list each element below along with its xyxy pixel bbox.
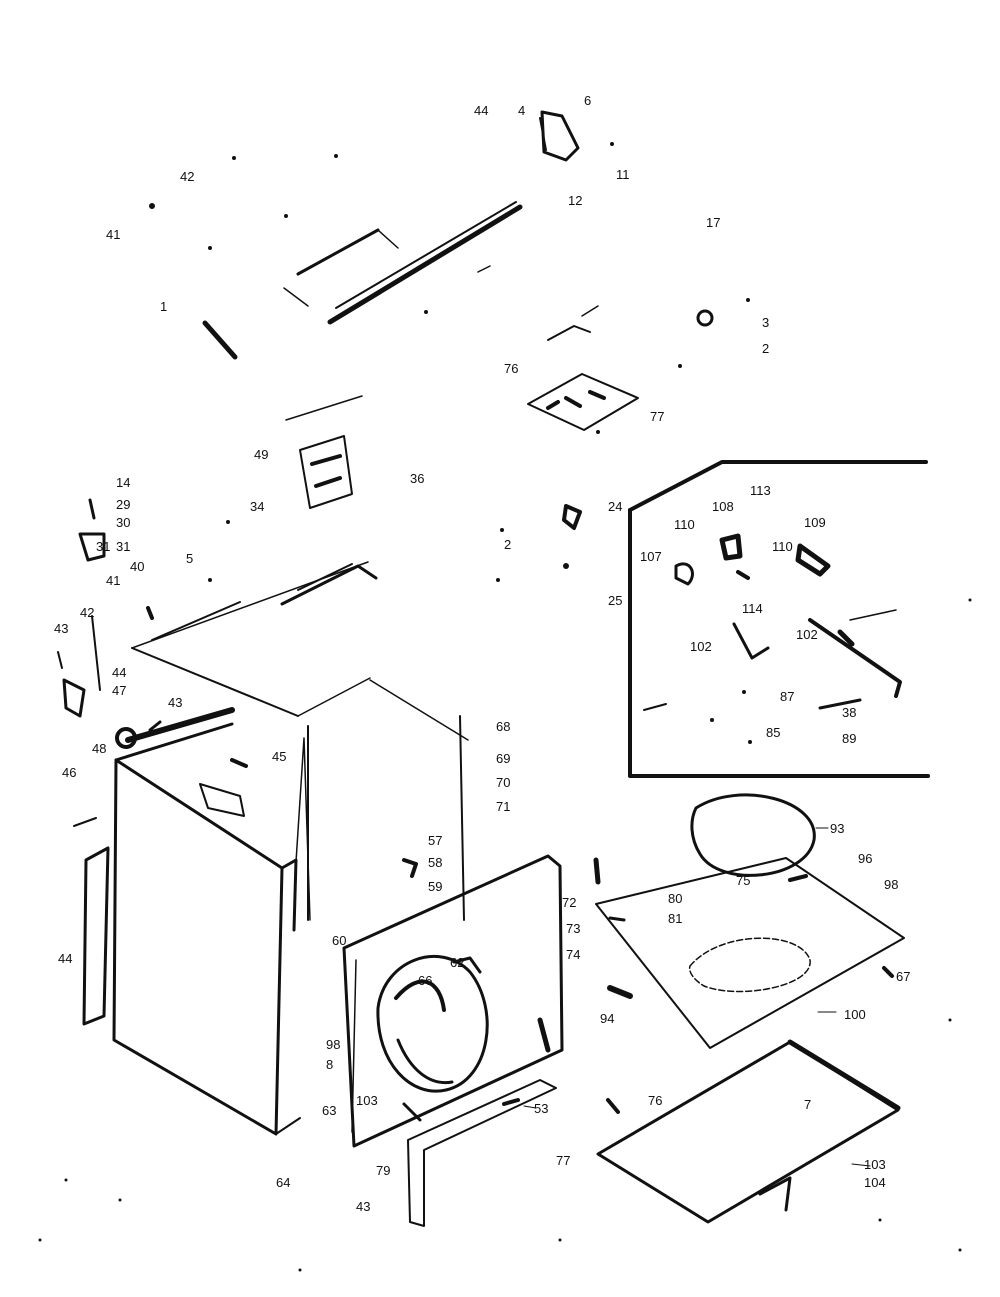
top-rail-assembly: [202, 110, 714, 360]
callout-label: 77: [650, 409, 665, 424]
base-tub-support: [595, 793, 905, 1049]
callout-label: 31: [96, 539, 111, 554]
callout-label: 43: [168, 695, 183, 710]
callout-label: 24: [608, 499, 623, 514]
callout-label: 1: [160, 299, 168, 314]
callout-label: 80: [668, 891, 683, 906]
callout-label: 2: [762, 341, 770, 356]
callout-label: 107: [640, 549, 662, 564]
callout-label: 110: [674, 517, 695, 532]
callout-label: 102: [690, 639, 712, 654]
callout-label: 45: [272, 749, 287, 764]
callout-label: 103: [864, 1157, 886, 1172]
callout-label: 29: [116, 497, 131, 512]
callout-label: 68: [496, 719, 511, 734]
callout-label: 7: [804, 1097, 812, 1112]
callout-label: 43: [54, 621, 69, 636]
callout-label: 109: [804, 515, 826, 530]
callout-label: 96: [858, 851, 873, 866]
callout-label: 43: [356, 1199, 371, 1214]
callout-label: 49: [254, 447, 269, 462]
callout-label: 5: [186, 551, 194, 566]
callout-label: 66: [418, 973, 433, 988]
callout-label: 102: [796, 627, 818, 642]
callout-label: 73: [566, 921, 581, 936]
callout-label: 69: [496, 751, 511, 766]
callout-label: 89: [842, 731, 857, 746]
hinge-parts-left: [57, 498, 162, 732]
bottom-plate: [596, 1039, 901, 1224]
callout-label: 41: [106, 573, 121, 588]
callout-label: 41: [106, 227, 121, 242]
callout-label: 100: [844, 1007, 866, 1022]
callout-label: 67: [896, 969, 911, 984]
callout-label: 53: [534, 1101, 549, 1116]
callout-label: 47: [112, 683, 127, 698]
callout-label: 42: [80, 605, 95, 620]
callout-label: 93: [830, 821, 845, 836]
callout-label: 77: [556, 1153, 571, 1168]
callout-label: 25: [608, 593, 623, 608]
callout-label: 64: [276, 1175, 291, 1190]
callout-label: 76: [648, 1093, 663, 1108]
callout-label: 94: [600, 1011, 615, 1026]
callout-label: 60: [332, 933, 347, 948]
callout-label: 72: [562, 895, 577, 910]
callout-label: 48: [92, 741, 107, 756]
callout-label: 81: [668, 911, 683, 926]
callout-label: 12: [568, 193, 583, 208]
callout-label: 14: [116, 475, 131, 490]
callout-label: 104: [864, 1175, 886, 1190]
callout-label: 63: [322, 1103, 337, 1118]
callout-label: 6: [584, 93, 592, 108]
callout-label: 74: [566, 947, 581, 962]
callout-label: 110: [772, 539, 793, 554]
center-bracket: [285, 395, 582, 530]
callout-label: 113: [750, 483, 771, 498]
callout-label: 3: [762, 315, 770, 330]
callout-label: 17: [706, 215, 721, 230]
callout-label: 76: [504, 361, 519, 376]
callout-label: 8: [326, 1057, 334, 1072]
callout-label: 59: [428, 879, 443, 894]
callout-label: 38: [842, 705, 857, 720]
callout-label: 70: [496, 775, 511, 790]
callout-label: 108: [712, 499, 734, 514]
callout-label: 71: [496, 799, 511, 814]
control-panel-piece: [527, 373, 639, 431]
front-door-panel: [342, 854, 626, 1227]
callout-label: 36: [410, 471, 425, 486]
callout-label: 87: [780, 689, 795, 704]
scan-noise: [38, 142, 972, 1272]
callout-label: 98: [884, 877, 899, 892]
callout-label: 4: [518, 103, 526, 118]
callout-label: 114: [742, 601, 763, 616]
callout-label: 57: [428, 833, 443, 848]
callout-label: 42: [180, 169, 195, 184]
callout-label: 44: [474, 103, 489, 118]
callout-label: 79: [376, 1163, 391, 1178]
callout-label: 11: [616, 167, 630, 182]
leader-lines: [523, 827, 871, 1167]
callout-label: 58: [428, 855, 443, 870]
callout-label: 34: [250, 499, 265, 514]
callout-label: 62: [450, 955, 465, 970]
callout-label: 44: [112, 665, 127, 680]
callout-label: 85: [766, 725, 781, 740]
callout-label: 40: [130, 559, 145, 574]
callout-label: 46: [62, 765, 77, 780]
callout-label: 30: [116, 515, 131, 530]
callout-label: 44: [58, 951, 73, 966]
callout-label: 98: [326, 1037, 341, 1052]
detail-inset-box: [628, 460, 930, 778]
callout-label: 2: [504, 537, 512, 552]
cabinet-body: [73, 561, 469, 1136]
callout-label: 103: [356, 1093, 378, 1108]
callout-label: 75: [736, 873, 751, 888]
callout-label: 31: [116, 539, 131, 554]
